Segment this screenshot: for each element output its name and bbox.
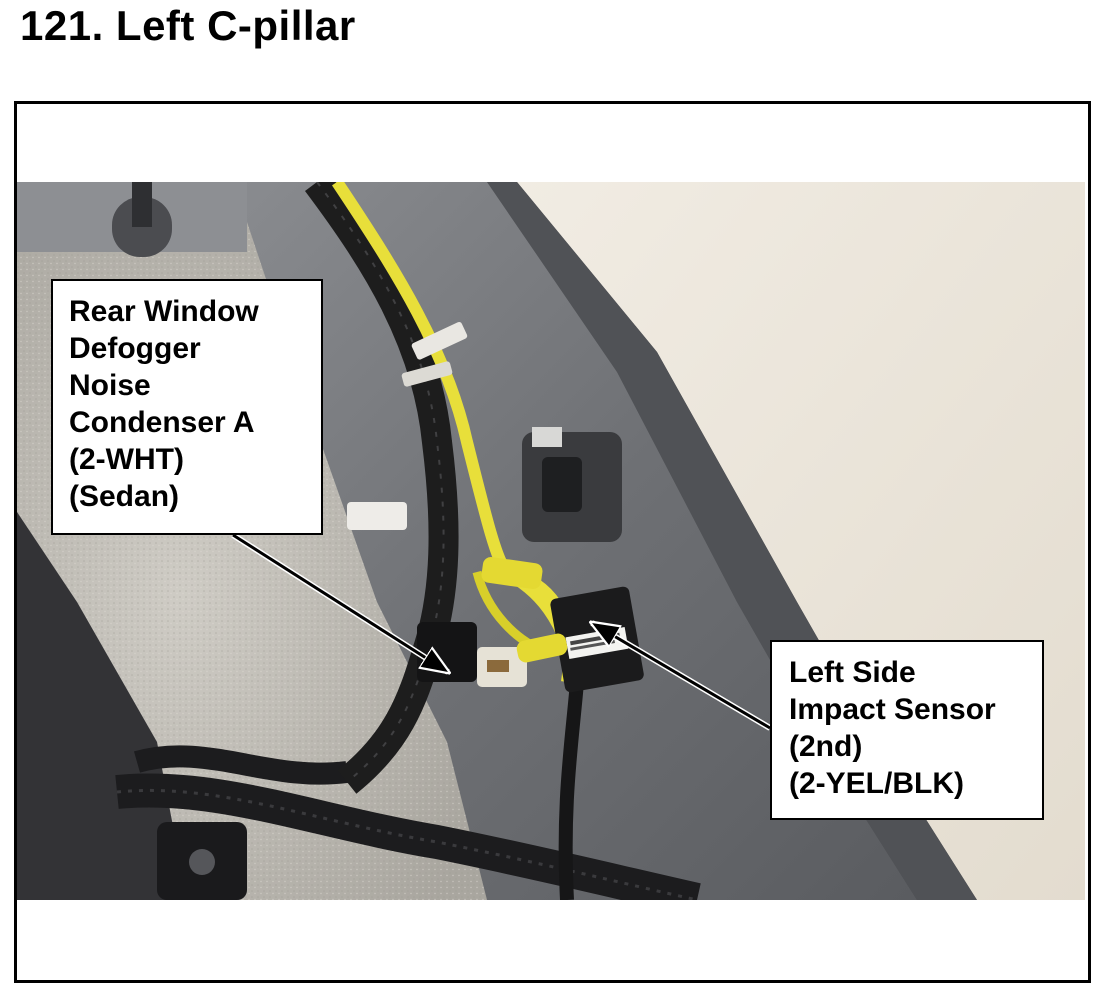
white-clip — [347, 502, 407, 530]
callout-line: (2-YEL/BLK) — [789, 767, 964, 800]
callout-line: (Sedan) — [69, 480, 180, 513]
callout-rear-window-defogger: Rear Window Defogger Noise Condenser A (… — [51, 279, 323, 535]
callout-line: Condenser A — [69, 406, 255, 439]
callout-line: Defogger — [69, 332, 201, 365]
callout-line: Noise — [69, 369, 151, 402]
callout-left-side-impact-sensor: Left Side Impact Sensor (2nd) (2-YEL/BLK… — [770, 640, 1044, 820]
page-title: 121. Left C-pillar — [20, 2, 356, 49]
noise-condenser-connector — [417, 622, 477, 682]
wire-clip — [411, 321, 468, 360]
callout-line: (2-WHT) — [69, 443, 184, 476]
callout-line: Impact Sensor — [789, 693, 996, 726]
callout-line: Rear Window — [69, 295, 259, 328]
callout-line: Left Side — [789, 656, 916, 689]
callout-line: (2nd) — [789, 730, 863, 763]
srs-wire — [332, 182, 575, 683]
